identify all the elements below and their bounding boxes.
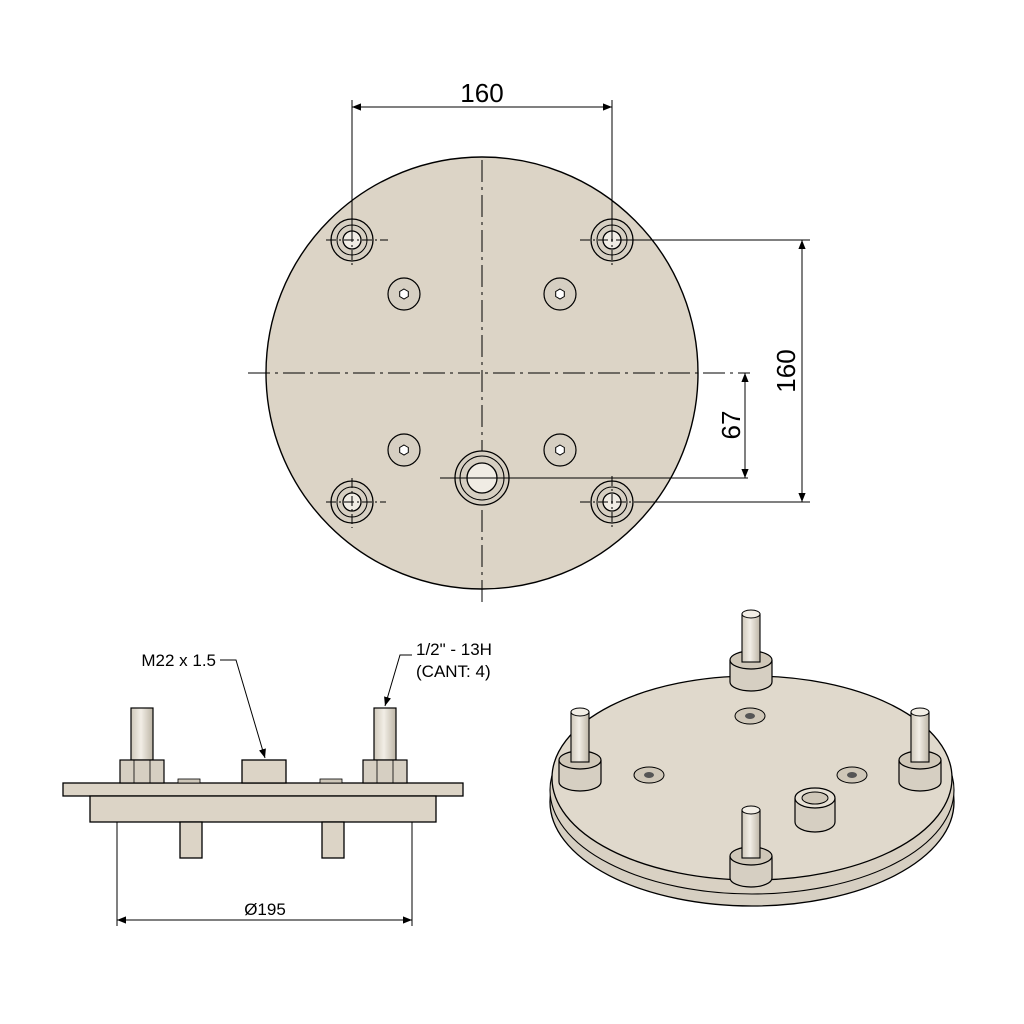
- side-dowel-left: [179, 821, 203, 859]
- side-upper-plate: [62, 782, 464, 797]
- side-screw-head-right: [319, 778, 343, 784]
- center-lines: [248, 160, 750, 605]
- dimension-diameter-label: Ø195: [244, 900, 286, 919]
- iso-screw-hole-top: [734, 707, 766, 725]
- side-screw-head-left: [177, 778, 201, 784]
- screw-hole-upper-left: [387, 277, 421, 311]
- side-bolt-right: [362, 707, 408, 784]
- bolt-stud-bottom-left: [326, 478, 386, 528]
- screw-hole-lower-left: [387, 433, 421, 467]
- side-center-boss: [241, 759, 287, 784]
- side-view: M22 x 1.5 1/2" - 13H (CANT: 4) Ø195: [62, 640, 492, 926]
- callout-bolts-leader: [384, 654, 412, 707]
- iso-bolt-bottom: [729, 805, 773, 888]
- dimension-width: [351, 100, 613, 240]
- isometric-view: [549, 609, 955, 907]
- callout-center-leader: [220, 659, 266, 759]
- iso-bolt-right: [898, 707, 942, 792]
- iso-bolt-left: [558, 707, 602, 792]
- iso-center-boss: [794, 787, 836, 833]
- dimension-width-label: 160: [460, 78, 503, 108]
- side-dowel-right: [321, 821, 345, 859]
- dimension-diameter: [116, 822, 413, 926]
- bolt-stud-bottom-right: [580, 476, 640, 528]
- top-view: 160 160 67: [248, 78, 810, 605]
- screw-hole-upper-right: [543, 277, 577, 311]
- dimension-height: [622, 239, 810, 503]
- iso-screw-hole-left: [633, 766, 665, 784]
- dimension-height-label: 160: [771, 349, 801, 392]
- callout-bolts-label-line1: 1/2" - 13H: [416, 640, 492, 659]
- dimension-offset-label: 67: [716, 411, 746, 440]
- center-threaded-boss: [440, 450, 748, 506]
- callout-bolts-label-line2: (CANT: 4): [416, 662, 491, 681]
- iso-bolt-top: [729, 609, 773, 692]
- iso-screw-hole-right: [836, 766, 868, 784]
- side-lower-plate: [89, 795, 437, 823]
- screw-hole-lower-right: [543, 433, 577, 467]
- side-bolt-left: [119, 707, 165, 784]
- callout-center-label: M22 x 1.5: [141, 651, 216, 670]
